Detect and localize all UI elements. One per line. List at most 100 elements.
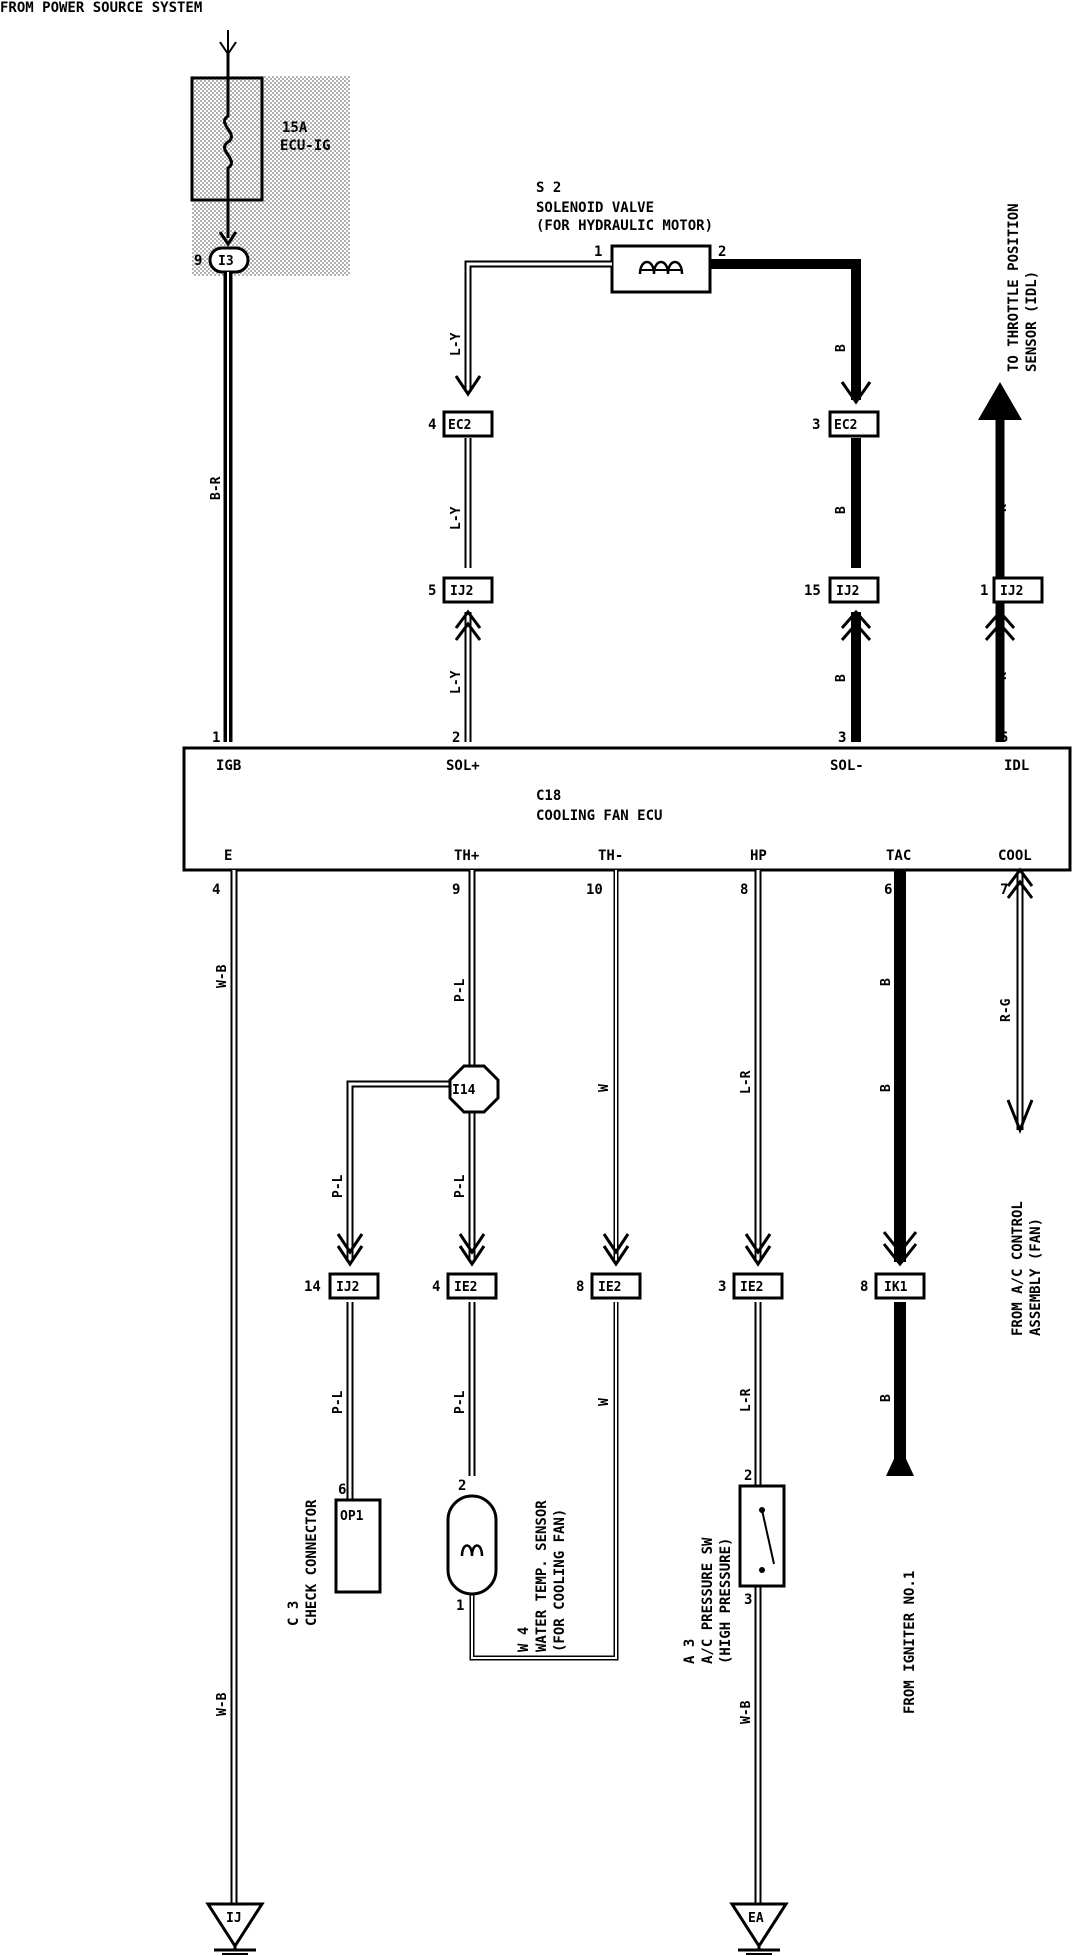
svg-text:IJ2: IJ2	[450, 584, 473, 599]
svg-text:C 3: C 3	[286, 1601, 302, 1626]
wire-label-l-y-2: L-Y	[449, 506, 464, 530]
svg-text:9: 9	[452, 882, 460, 898]
svg-text:OP1: OP1	[340, 1509, 364, 1524]
wire-r-idl	[984, 609, 1016, 742]
svg-text:1: 1	[212, 730, 220, 746]
svg-text:W 4: W 4	[516, 1627, 532, 1652]
ground-ij: IJ	[205, 1902, 265, 1955]
fuse-name: ECU-IG	[280, 138, 331, 154]
wire-b-solenoid	[710, 259, 872, 742]
wire-label-p-l-4: P-L	[331, 1390, 346, 1414]
wire-l-r	[744, 870, 772, 1904]
svg-text:S 2: S 2	[536, 180, 561, 196]
wire-label-p-l-1: P-L	[453, 978, 468, 1002]
ac-control-label-2: ASSEMBLY (FAN)	[1028, 1218, 1044, 1336]
svg-text:9: 9	[194, 253, 202, 269]
ecu-name: COOLING FAN ECU	[536, 808, 662, 824]
svg-text:TH-: TH-	[598, 848, 623, 864]
connector-ij2-b: IJ2 15	[804, 576, 880, 604]
svg-text:TH+: TH+	[454, 848, 479, 864]
svg-text:IJ2: IJ2	[336, 1280, 359, 1295]
svg-text:EA: EA	[748, 1911, 764, 1926]
svg-text:2: 2	[458, 1478, 466, 1494]
svg-text:2: 2	[718, 244, 726, 260]
wire-label-tac-1: B	[879, 978, 894, 986]
throttle-sensor-label-2: SENSOR (IDL)	[1024, 271, 1040, 372]
wire-p-l	[336, 870, 486, 1500]
fuse-rating: 15A	[282, 120, 308, 136]
svg-text:10: 10	[586, 882, 603, 898]
svg-text:1: 1	[980, 583, 988, 599]
svg-text:3: 3	[838, 730, 846, 746]
connector-ie2-b: IE2 8	[576, 1272, 642, 1300]
svg-text:6: 6	[884, 882, 892, 898]
throttle-sensor-label: TO THROTTLE POSITION	[1006, 203, 1022, 372]
svg-text:I3: I3	[218, 254, 234, 269]
svg-text:(HIGH PRESSURE): (HIGH PRESSURE)	[718, 1538, 734, 1664]
svg-text:2: 2	[744, 1468, 752, 1484]
svg-text:2: 2	[452, 730, 460, 746]
wire-label-w-b-1: W-B	[215, 964, 230, 988]
svg-text:IE2: IE2	[598, 1280, 621, 1295]
connector-ec2-left: EC2 4	[428, 410, 494, 438]
wire-label-b-r: B-R	[209, 476, 224, 500]
wire-label-w-1: W	[597, 1084, 612, 1092]
svg-text:IE2: IE2	[454, 1280, 477, 1295]
svg-text:HP: HP	[750, 848, 767, 864]
solenoid-valve-s2: S 2 SOLENOID VALVE (FOR HYDRAULIC MOTOR)…	[536, 180, 726, 294]
cooling-fan-ecu: C18 COOLING FAN ECU 1 IGB 2 SOL+ 3 SOL- …	[182, 730, 1072, 898]
fuse-block: 15A ECU-IG	[190, 52, 350, 276]
check-connector-c3: OP1 6 C 3 CHECK CONNECTOR	[286, 1482, 382, 1626]
junction-i14: I14	[448, 1064, 500, 1114]
wire-label-b-3: B	[834, 674, 849, 682]
wire-label-tac-3: B	[879, 1394, 894, 1402]
svg-text:6: 6	[338, 1482, 346, 1498]
connector-ij2-a: IJ2 5	[428, 576, 494, 604]
svg-text:3: 3	[812, 417, 820, 433]
wire-label-p-l-2: P-L	[331, 1174, 346, 1198]
wire-label-l-r-1: L-R	[739, 1070, 754, 1094]
svg-text:IJ2: IJ2	[1000, 584, 1023, 599]
wire-label-l-r-2: L-R	[739, 1388, 754, 1412]
svg-text:15: 15	[804, 583, 821, 599]
svg-text:8: 8	[740, 882, 748, 898]
svg-text:(FOR COOLING FAN): (FOR COOLING FAN)	[552, 1509, 568, 1652]
wire-b-tac	[882, 870, 918, 1476]
ground-ea: EA	[729, 1902, 789, 1955]
svg-text:5: 5	[428, 583, 436, 599]
svg-text:8: 8	[576, 1279, 584, 1295]
svg-text:IJ: IJ	[226, 1911, 242, 1926]
svg-text:4: 4	[212, 882, 220, 898]
svg-text:14: 14	[304, 1279, 321, 1295]
svg-text:1: 1	[594, 244, 602, 260]
power-source-label: FROM POWER SOURCE SYSTEM	[0, 0, 202, 16]
water-temp-sensor-w4: 2 1 W 4 WATER TEMP. SENSOR (FOR COOLING …	[446, 1478, 568, 1652]
svg-text:I14: I14	[452, 1083, 476, 1098]
svg-text:3: 3	[744, 1592, 752, 1608]
wire-label-p-l-5: P-L	[453, 1390, 468, 1414]
svg-text:A/C PRESSURE SW: A/C PRESSURE SW	[700, 1537, 716, 1664]
svg-text:SOL-: SOL-	[830, 758, 864, 774]
wire-label-tac-2: B	[879, 1084, 894, 1092]
wire-label-l-y-3: L-Y	[449, 670, 464, 694]
connector-ie2-c: IE2 3	[718, 1272, 784, 1300]
wire-r-g	[1006, 867, 1034, 1135]
ac-control-label: FROM A/C CONTROL	[1010, 1201, 1026, 1336]
connector-ie2-a: IE2 4	[432, 1272, 498, 1300]
svg-text:CHECK CONNECTOR: CHECK CONNECTOR	[304, 1499, 320, 1626]
wire-label-w-b-2: W-B	[215, 1692, 230, 1716]
svg-text:IGB: IGB	[216, 758, 241, 774]
svg-text:SOL+: SOL+	[446, 758, 480, 774]
wire-w	[469, 870, 630, 1661]
svg-text:SOLENOID VALVE: SOLENOID VALVE	[536, 200, 654, 216]
svg-text:4: 4	[432, 1279, 440, 1295]
wire-label-b-2: B	[834, 506, 849, 514]
ecu-id: C18	[536, 788, 561, 804]
power-in-arrow	[219, 30, 237, 56]
wire-label-r-g: R-G	[999, 998, 1014, 1022]
svg-text:E: E	[224, 848, 232, 864]
svg-text:WATER TEMP. SENSOR: WATER TEMP. SENSOR	[534, 1500, 550, 1652]
svg-text:4: 4	[428, 417, 436, 433]
svg-text:5: 5	[1000, 730, 1008, 746]
